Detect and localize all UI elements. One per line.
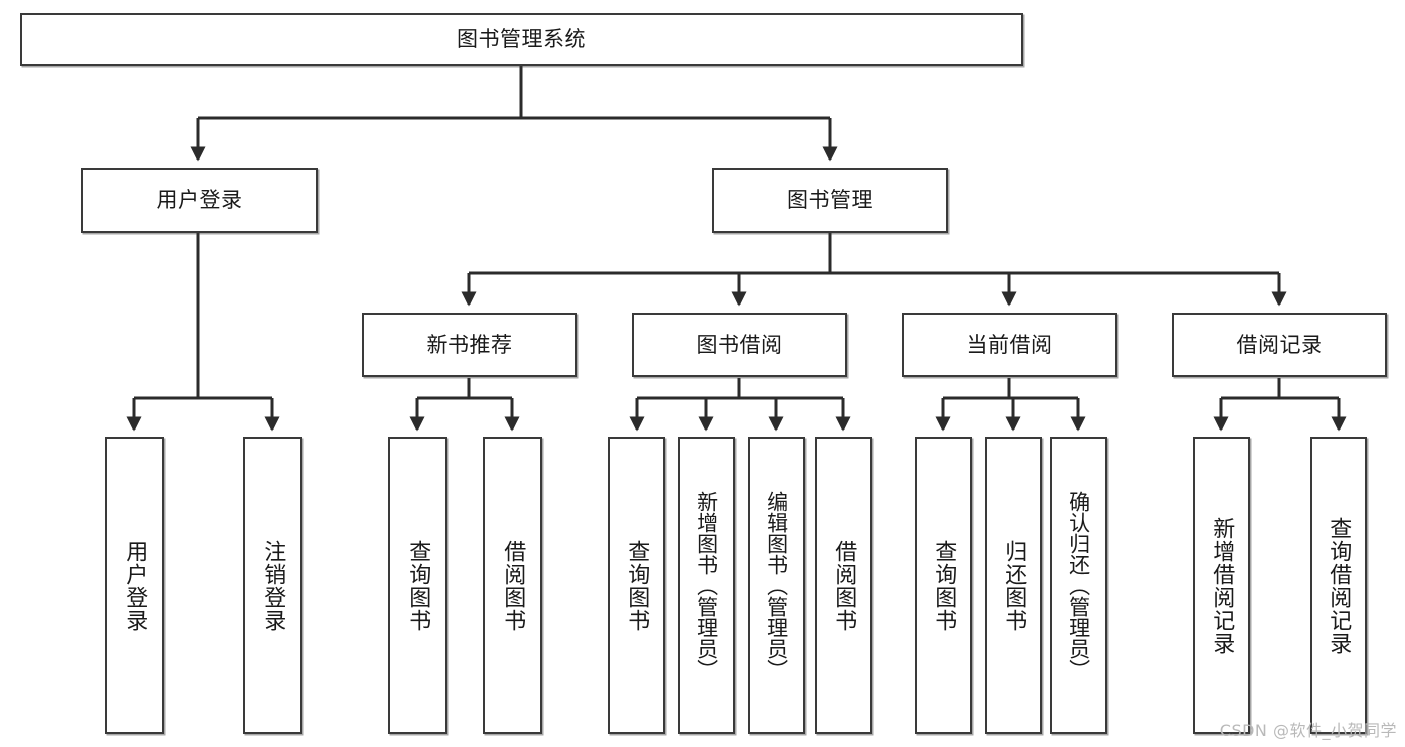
node-new-book-recommend[interactable]: 新书推荐 [362, 313, 577, 377]
node-user-login[interactable]: 用户登录 [81, 168, 318, 233]
node-leaf-user-logout[interactable]: 注销登录 [243, 437, 302, 734]
node-leaf-confirm-return-label: 确认归还（管理员） [1066, 491, 1091, 680]
node-current-borrow-label: 当前借阅 [966, 332, 1053, 357]
node-leaf-edit-book-label: 编辑图书（管理员） [764, 491, 789, 680]
node-borrow-record[interactable]: 借阅记录 [1172, 313, 1387, 377]
node-leaf-query-book-2-label: 查询图书 [624, 539, 650, 632]
node-borrow-record-label: 借阅记录 [1236, 332, 1323, 357]
node-book-borrow[interactable]: 图书借阅 [632, 313, 847, 377]
node-root[interactable]: 图书管理系统 [20, 13, 1023, 66]
watermark: CSDN @软件_小贺同学 [1219, 721, 1397, 740]
node-book-management[interactable]: 图书管理 [712, 168, 948, 233]
node-leaf-borrow-book-2[interactable]: 借阅图书 [815, 437, 872, 734]
node-leaf-add-book-label: 新增图书（管理员） [694, 491, 719, 680]
node-leaf-edit-book[interactable]: 编辑图书（管理员） [748, 437, 805, 734]
node-leaf-query-book-3[interactable]: 查询图书 [915, 437, 972, 734]
node-book-management-label: 图书管理 [787, 188, 873, 213]
node-leaf-add-book[interactable]: 新增图书（管理员） [678, 437, 735, 734]
node-leaf-return-book[interactable]: 归还图书 [985, 437, 1042, 734]
node-leaf-borrow-book-2-label: 借阅图书 [831, 539, 857, 632]
node-leaf-query-book-3-label: 查询图书 [931, 539, 957, 632]
node-user-login-label: 用户登录 [156, 188, 243, 213]
node-leaf-confirm-return[interactable]: 确认归还（管理员） [1050, 437, 1107, 734]
node-leaf-user-logout-label: 注销登录 [260, 539, 286, 632]
node-root-label: 图书管理系统 [457, 27, 586, 52]
node-leaf-add-record-label: 新增借阅记录 [1209, 516, 1235, 655]
node-leaf-add-record[interactable]: 新增借阅记录 [1193, 437, 1250, 734]
node-current-borrow[interactable]: 当前借阅 [902, 313, 1117, 377]
node-leaf-user-login[interactable]: 用户登录 [105, 437, 164, 734]
node-leaf-query-book-1-label: 查询图书 [405, 539, 431, 632]
node-book-borrow-label: 图书借阅 [696, 332, 783, 357]
node-leaf-borrow-book-1[interactable]: 借阅图书 [483, 437, 542, 734]
node-leaf-user-login-label: 用户登录 [122, 539, 148, 632]
node-new-book-recommend-label: 新书推荐 [426, 332, 513, 357]
node-leaf-borrow-book-1-label: 借阅图书 [500, 539, 526, 632]
node-leaf-query-book-1[interactable]: 查询图书 [388, 437, 447, 734]
node-leaf-query-record-label: 查询借阅记录 [1326, 516, 1352, 655]
node-leaf-return-book-label: 归还图书 [1001, 539, 1027, 632]
node-leaf-query-record[interactable]: 查询借阅记录 [1310, 437, 1367, 734]
node-leaf-query-book-2[interactable]: 查询图书 [608, 437, 665, 734]
